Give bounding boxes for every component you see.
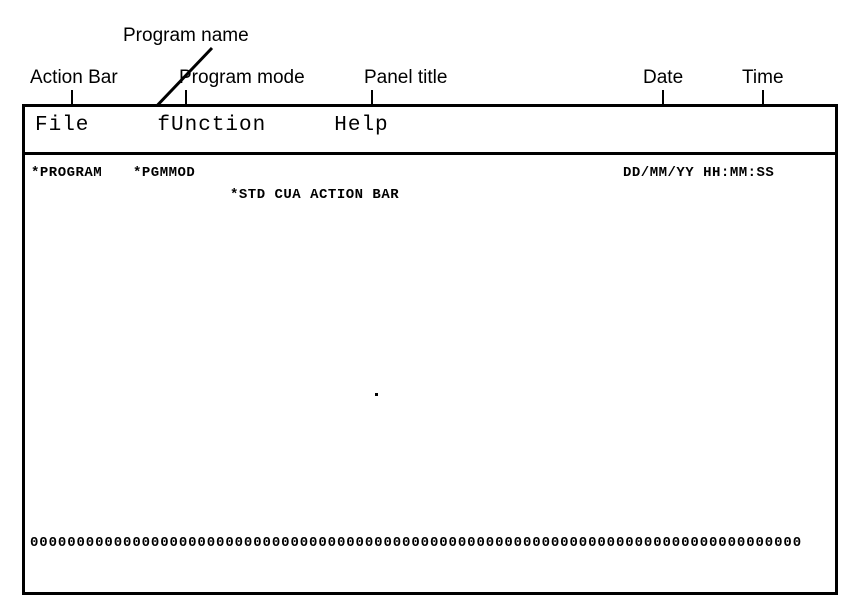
date-time-field: DD/MM/YY HH:MM:SS <box>623 165 775 181</box>
action-bar-separator <box>25 152 835 155</box>
message-line: 0000000000000000000000000000000000000000… <box>30 535 803 551</box>
callout-label-panel-title: Panel title <box>364 67 448 88</box>
terminal-panel: File fUnction Help *PROGRAM *PGMMOD DD/M… <box>22 104 838 595</box>
program-mode-field: *PGMMOD <box>133 165 196 181</box>
callout-label-time: Time <box>742 67 784 88</box>
callout-label-program-mode: Program mode <box>179 67 305 88</box>
cursor-dot <box>375 393 378 396</box>
panel-title-field: *STD CUA ACTION BAR <box>230 187 400 203</box>
leader-line-action-bar <box>71 90 73 108</box>
callout-label-program-name: Program name <box>123 25 249 46</box>
action-bar[interactable]: File fUnction Help <box>35 114 389 137</box>
callout-label-date: Date <box>643 67 684 88</box>
program-name-field: *PROGRAM <box>31 165 103 181</box>
callout-label-action-bar: Action Bar <box>30 67 118 88</box>
